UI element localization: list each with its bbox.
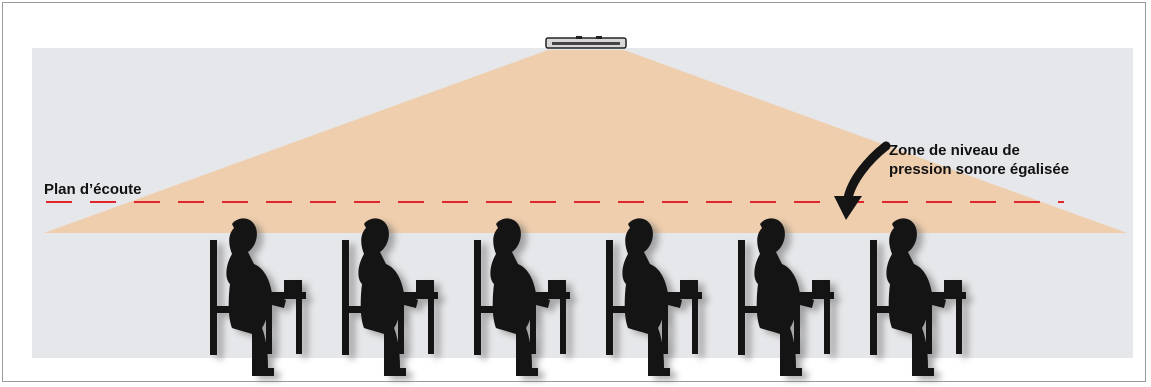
seated-listener-icon <box>870 218 972 380</box>
equalized-spl-zone-label: Zone de niveau de pression sonore égalis… <box>889 141 1129 179</box>
listener-group <box>210 218 972 380</box>
listening-plane-label: Plan d’écoute <box>44 180 142 199</box>
seated-listener-icon <box>210 218 312 380</box>
seated-listener-icon <box>738 218 840 380</box>
seated-listener-icon <box>342 218 444 380</box>
seated-listener-icon <box>474 218 576 380</box>
seated-listener-icon <box>606 218 708 380</box>
ceiling-speaker-icon <box>546 36 626 48</box>
